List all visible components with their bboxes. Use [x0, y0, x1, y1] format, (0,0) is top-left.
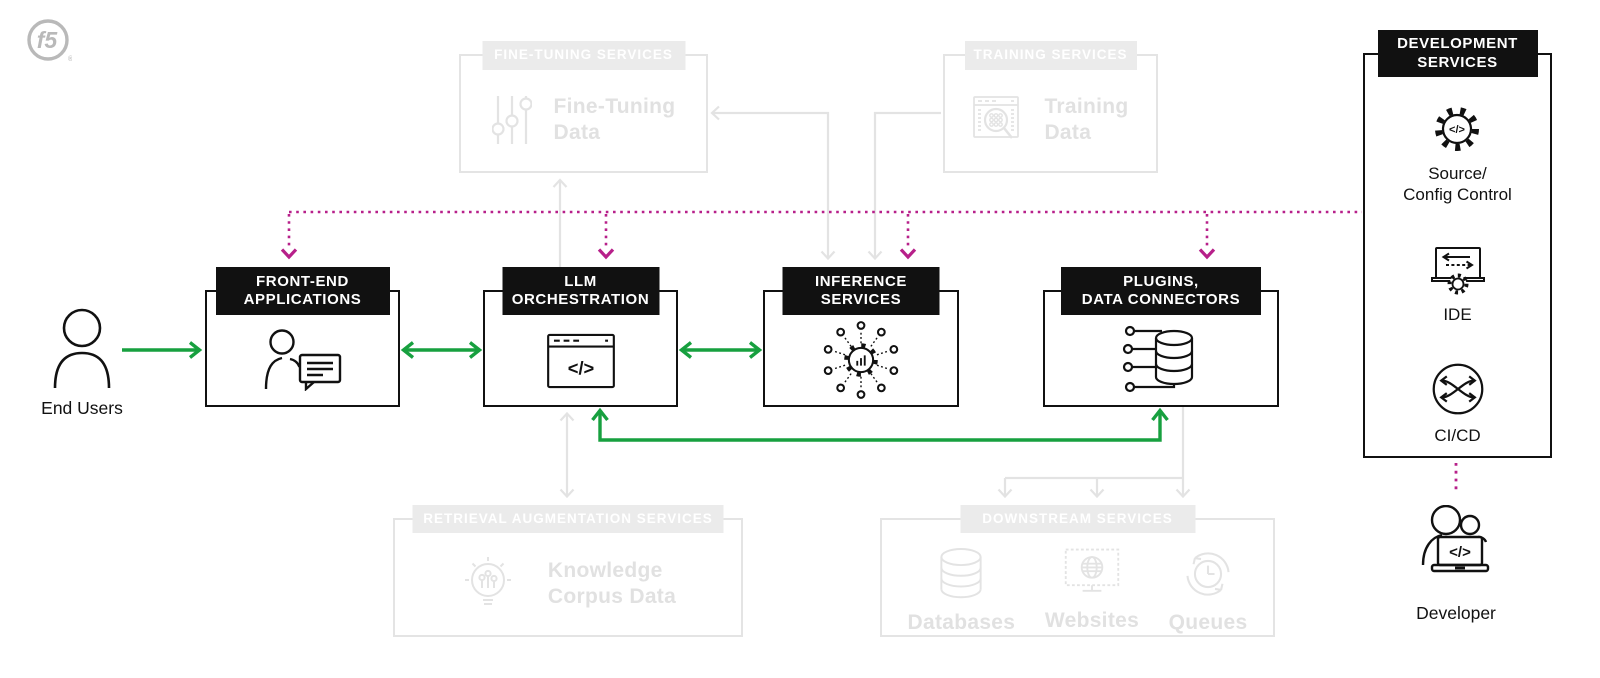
dev-item-source-control: </> Source/ Config Control [1403, 103, 1512, 206]
svg-text:®: ® [68, 55, 72, 63]
data-connector-icon [1122, 325, 1200, 395]
downstream-services-header: DOWNSTREAM SERVICES [960, 505, 1195, 533]
gear-code-icon: </> [1431, 103, 1483, 155]
idea-bulb-icon [460, 554, 516, 614]
llm-orchestration-header: LLM ORCHESTRATION [502, 267, 659, 315]
end-users-actor: End Users [32, 306, 132, 420]
plugins-data-connectors-box: PLUGINS, DATA CONNECTORS [1043, 267, 1279, 407]
database-icon [936, 546, 986, 602]
knowledge-corpus-label: Knowledge Corpus Data [547, 559, 677, 608]
downstream-websites: Websites [1045, 546, 1139, 635]
cicd-cycle-icon [1430, 361, 1486, 417]
user-chat-icon [263, 328, 343, 391]
svg-text:</>: </> [1450, 124, 1466, 136]
svg-text:</>: </> [1449, 544, 1471, 561]
data-scan-icon [972, 95, 1024, 145]
fine-tuning-data-label: Fine-Tuning Data [553, 95, 676, 144]
retrieval-augmentation-box: RETRIEVAL AUGMENTATION SERVICES Knowledg… [393, 505, 743, 637]
svg-text:</>: </> [567, 357, 594, 378]
retrieval-augmentation-header: RETRIEVAL AUGMENTATION SERVICES [412, 505, 724, 533]
llm-orchestration-box: LLM ORCHESTRATION </> [483, 267, 678, 407]
downstream-databases: Databases [908, 546, 1016, 635]
code-window-icon: </> [546, 333, 616, 389]
sliders-icon [491, 94, 532, 146]
training-services-box: TRAINING SERVICES T [943, 41, 1158, 173]
training-data-label: Training Data [1044, 95, 1129, 144]
model-network-icon [819, 318, 903, 402]
front-end-applications-box: FRONT-END APPLICATIONS [205, 267, 400, 407]
end-users-label: End Users [41, 398, 123, 418]
plugins-data-connectors-header: PLUGINS, DATA CONNECTORS [1061, 267, 1261, 315]
developer-actor: </> Developer [1398, 505, 1514, 625]
queue-clock-icon [1180, 546, 1236, 602]
fine-tuning-services-header: FINE-TUNING SERVICES [482, 41, 685, 70]
training-services-header: TRAINING SERVICES [964, 41, 1137, 70]
dev-item-ide: IDE [1428, 246, 1488, 325]
ide-laptop-icon [1428, 246, 1488, 296]
downstream-services-box: DOWNSTREAM SERVICES Databases [880, 505, 1275, 637]
inference-services-header: INFERENCE SERVICES [782, 267, 940, 315]
f5-logo-icon: f5 ® [26, 18, 72, 64]
dev-item-cicd: CI/CD [1430, 361, 1486, 446]
downstream-queues: Queues [1169, 546, 1248, 635]
gray-arrow-inference-finetuning [713, 111, 830, 257]
website-monitor-icon [1062, 546, 1122, 600]
developer-label: Developer [1416, 603, 1496, 623]
green-arrow-llm-plugins [598, 413, 1162, 442]
development-services-header: DEVELOPMENT SERVICES [1377, 30, 1538, 77]
development-services-box: DEVELOPMENT SERVICES </> Source/ Config … [1363, 30, 1552, 458]
inference-services-box: INFERENCE SERVICES [763, 267, 959, 407]
developer-laptop-icon: </> [1414, 505, 1498, 597]
fine-tuning-services-box: FINE-TUNING SERVICES Fine-Tuning Data [459, 41, 708, 173]
f5-logo-text: f5 [37, 27, 59, 53]
gray-arrow-training-to-inference [873, 111, 941, 257]
end-user-person-icon [46, 306, 118, 390]
front-end-applications-header: FRONT-END APPLICATIONS [215, 267, 390, 315]
